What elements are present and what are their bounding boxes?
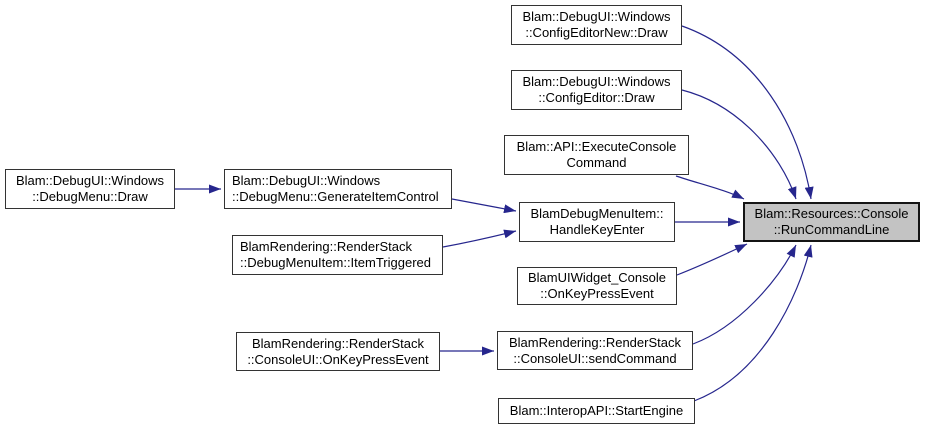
- node-label-line: BlamUIWidget_Console: [527, 270, 666, 285]
- node-label-line: Blam::InteropAPI::StartEngine: [509, 403, 684, 418]
- node-label-line: Blam::DebugUI::Windows: [15, 173, 165, 188]
- graph-node-debug-menu-draw[interactable]: Blam::DebugUI::Windows::DebugMenu::Draw: [5, 169, 175, 209]
- graph-node-config-editor-draw[interactable]: Blam::DebugUI::Windows::ConfigEditor::Dr…: [511, 70, 682, 110]
- node-label-line: ::ConfigEditorNew::Draw: [525, 25, 668, 40]
- node-label-line: ::DebugMenu::Draw: [32, 189, 148, 204]
- node-label-line: ::ConfigEditor::Draw: [538, 90, 655, 105]
- node-label-line: Blam::DebugUI::Windows: [522, 9, 671, 24]
- graph-node-debug-menu-generate-item-control[interactable]: Blam::DebugUI::Windows::DebugMenu::Gener…: [224, 169, 452, 209]
- node-label-line: BlamDebugMenuItem::: [530, 206, 664, 221]
- node-label-line: BlamRendering::RenderStack: [252, 335, 424, 351]
- node-label-line: ::ConsoleUI::OnKeyPressEvent: [247, 351, 429, 367]
- node-label-line: HandleKeyEnter: [549, 222, 645, 237]
- node-label-line: Blam::DebugUI::Windows: [232, 173, 381, 188]
- edge-config-editor-new-draw-to-run-command-line: [681, 25, 814, 200]
- node-label-line: BlamRendering::RenderStack: [240, 239, 412, 254]
- graph-node-console-ui-send-command[interactable]: BlamRendering::RenderStack::ConsoleUI::s…: [497, 331, 693, 370]
- node-label-line: ::DebugMenu::GenerateItemControl: [232, 189, 439, 204]
- edge-item-triggered-to-handle-key-enter: [442, 229, 517, 248]
- node-label-line: ::DebugMenuItem::ItemTriggered: [240, 255, 431, 270]
- node-label-line: Blam::DebugUI::Windows: [522, 74, 671, 89]
- node-label-line: ::ConsoleUI::sendCommand: [513, 350, 677, 366]
- graph-node-start-engine[interactable]: Blam::InteropAPI::StartEngine: [498, 398, 695, 424]
- node-label-line: Blam::Resources::Console: [754, 206, 909, 221]
- graph-node-config-editor-new-draw[interactable]: Blam::DebugUI::Windows::ConfigEditorNew:…: [511, 5, 682, 45]
- edge-start-engine-to-run-command-line: [693, 244, 813, 402]
- edge-console-ui-send-command-to-run-command-line: [692, 244, 797, 345]
- edge-execute-console-command-to-run-command-line: [675, 175, 745, 200]
- node-label-line: Blam::API::ExecuteConsole: [516, 139, 677, 154]
- node-label-line: ::RunCommandLine: [773, 222, 890, 237]
- edge-debug-menu-generate-item-control-to-handle-key-enter: [451, 198, 517, 214]
- graph-node-item-triggered[interactable]: BlamRendering::RenderStack::DebugMenuIte…: [232, 235, 443, 275]
- graph-node-ui-widget-console-on-key-press-event[interactable]: BlamUIWidget_Console::OnKeyPressEvent: [517, 267, 677, 305]
- node-label-line: BlamRendering::RenderStack: [509, 334, 681, 350]
- node-label-line: ::OnKeyPressEvent: [540, 286, 654, 301]
- graph-node-console-ui-on-key-press-event[interactable]: BlamRendering::RenderStack::ConsoleUI::O…: [236, 332, 440, 371]
- node-label-line: Command: [566, 155, 627, 170]
- edge-config-editor-draw-to-run-command-line: [681, 89, 797, 200]
- graph-node-run-command-line[interactable]: Blam::Resources::Console::RunCommandLine: [743, 202, 920, 242]
- edge-ui-widget-console-on-key-press-event-to-run-command-line: [676, 243, 748, 276]
- graph-node-handle-key-enter[interactable]: BlamDebugMenuItem::HandleKeyEnter: [519, 202, 675, 242]
